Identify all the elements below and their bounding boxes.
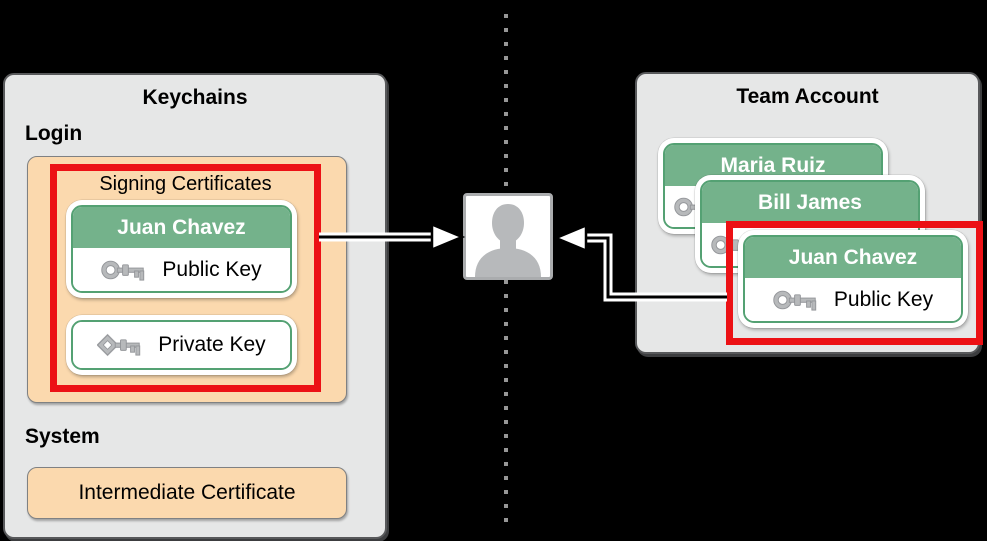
public-key-icon [101,257,149,283]
team-card-bill-name: Bill James [702,182,918,223]
team-card-juan-key-label: Public Key [833,287,934,311]
user-avatar [463,193,553,280]
team-juan-red-highlight [726,221,983,345]
keychains-panel: Keychains Login Signing Certificates Jua… [3,73,387,539]
person-icon [475,204,541,277]
signing-certificates-label: Signing Certificates [99,173,272,195]
certificate-card-juan: Juan Chavez [66,200,297,298]
intermediate-certificate-label: Intermediate Certificate [78,481,296,504]
public-key-icon [773,287,821,313]
intermediate-certificate: Intermediate Certificate [27,467,347,519]
login-keychain-label: Login [25,122,83,145]
keychains-title: Keychains [142,86,248,109]
team-account-title: Team Account [736,85,879,108]
private-key-label: Private Key [158,333,266,356]
team-card-juan: Juan Chavez [738,230,968,328]
certificate-name: Juan Chavez [73,207,290,248]
signing-certificates-red-highlight [50,164,321,392]
system-keychain-label: System [25,425,100,448]
team-account-panel: Team Account Maria Ruiz [635,72,983,354]
team-card-juan-name: Juan Chavez [745,237,961,278]
private-key-icon [97,332,145,358]
public-key-label: Public Key [162,257,262,281]
private-key-card: Private Key [66,315,297,375]
